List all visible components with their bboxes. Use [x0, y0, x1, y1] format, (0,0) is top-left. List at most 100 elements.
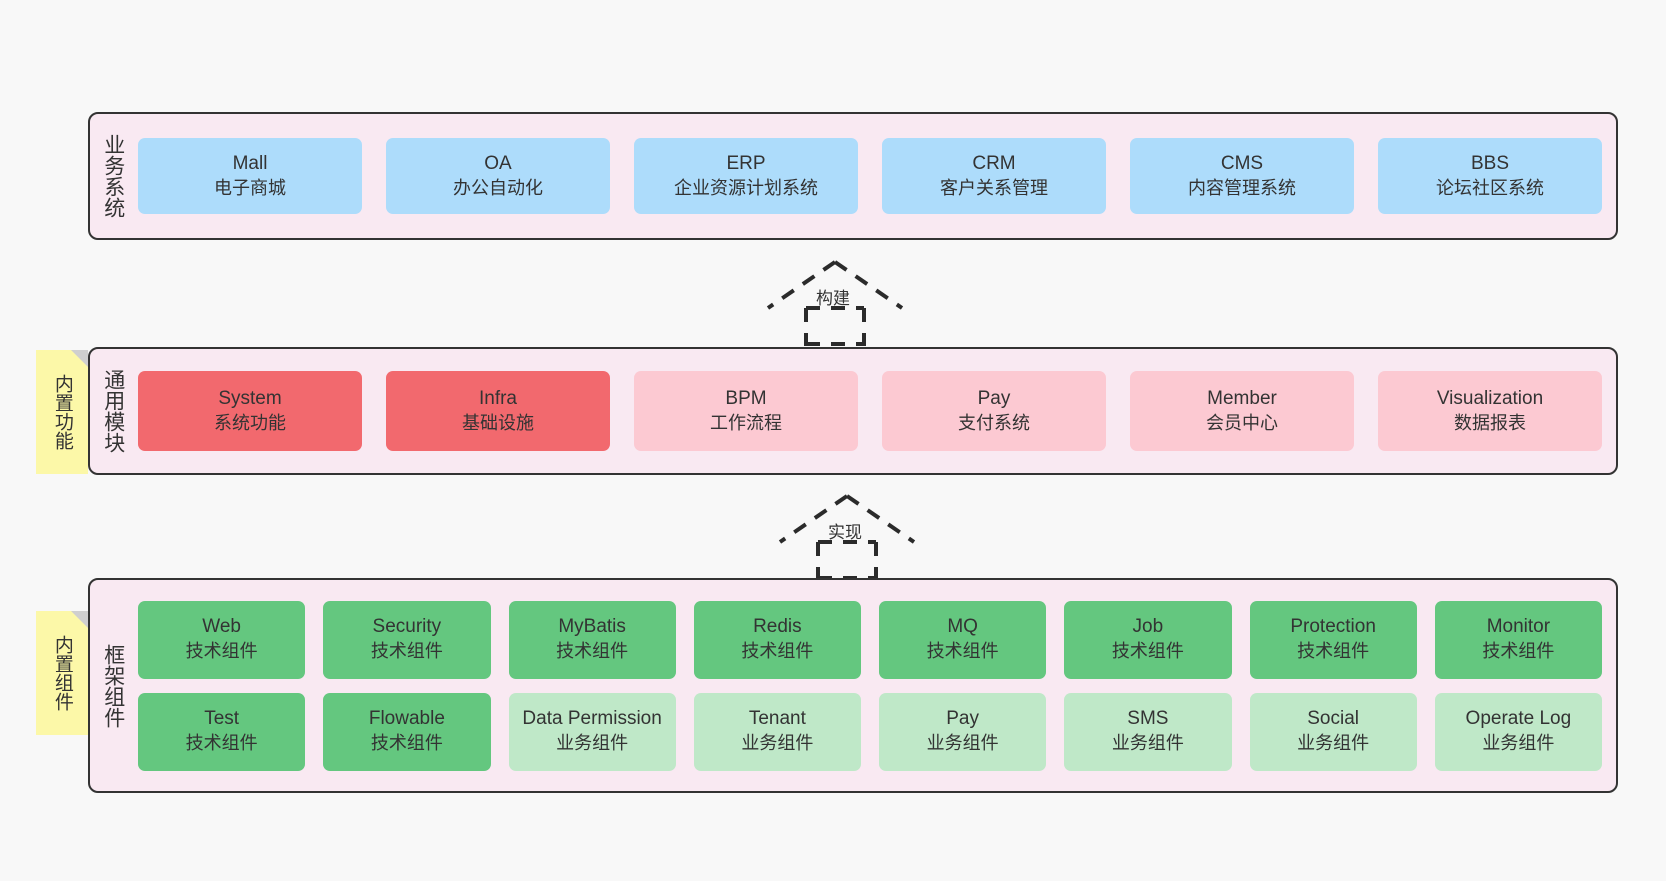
card-title-cn: 业务组件 — [1482, 733, 1555, 754]
card-erp[interactable]: ERP 企业资源计划系统 — [634, 138, 858, 214]
arrow-build-label: 构建 — [816, 289, 850, 308]
card-member[interactable]: Member 会员中心 — [1130, 371, 1354, 451]
card-title-en: SMS — [1127, 708, 1169, 730]
layer-framework-component: 框架组件 Web 技术组件 Security 技术组件 MyBatis 技术组件… — [88, 578, 1618, 793]
card-bpm[interactable]: BPM 工作流程 — [634, 371, 858, 451]
card-title-en: CRM — [972, 152, 1016, 174]
card-title-cn: 技术组件 — [185, 733, 258, 754]
layer-body-business-system: Mall 电子商城 OA 办公自动化 ERP 企业资源计划系统 CRM 客户关系… — [136, 114, 1616, 238]
card-monitor[interactable]: Monitor 技术组件 — [1434, 600, 1602, 679]
card-title-cn: 办公自动化 — [453, 177, 543, 198]
card-title-cn: 业务组件 — [1297, 733, 1370, 754]
card-title-en: Pay — [946, 708, 979, 730]
card-title-en: System — [218, 387, 282, 409]
card-title-cn: 技术组件 — [1297, 641, 1370, 662]
note-builtin-component: 内置组件 — [36, 611, 88, 735]
card-title-cn: 技术组件 — [1482, 641, 1555, 662]
card-cms[interactable]: CMS 内容管理系统 — [1130, 138, 1354, 214]
card-flowable[interactable]: Flowable 技术组件 — [323, 692, 491, 771]
card-title-en: Member — [1207, 387, 1277, 409]
card-title-cn: 业务组件 — [556, 733, 629, 754]
card-data-permission[interactable]: Data Permission 业务组件 — [508, 692, 676, 771]
card-title-en: MyBatis — [558, 616, 626, 638]
note-text: 内置功能 — [51, 374, 73, 450]
card-row: Web 技术组件 Security 技术组件 MyBatis 技术组件 Redi… — [138, 600, 1602, 679]
card-title-cn: 技术组件 — [185, 641, 258, 662]
card-title-en: Tenant — [748, 708, 806, 730]
arrow-implement: 实现 — [772, 492, 922, 580]
arrow-build: 构建 — [760, 258, 910, 346]
card-test[interactable]: Test 技术组件 — [138, 692, 306, 771]
card-redis[interactable]: Redis 技术组件 — [693, 600, 861, 679]
card-title-cn: 技术组件 — [1111, 641, 1184, 662]
card-mall[interactable]: Mall 电子商城 — [138, 138, 362, 214]
card-title-cn: 内容管理系统 — [1188, 177, 1296, 198]
card-title-cn: 技术组件 — [556, 641, 629, 662]
note-text: 内置组件 — [51, 635, 73, 711]
card-title-cn: 技术组件 — [370, 641, 443, 662]
arrow-implement-label: 实现 — [828, 523, 862, 542]
layer-title-business-system: 业务系统 — [101, 134, 125, 218]
card-title-cn: 业务组件 — [926, 733, 999, 754]
card-title-cn: 电子商城 — [214, 177, 286, 198]
card-title-en: Test — [204, 708, 240, 730]
card-title-cn: 基础设施 — [462, 412, 534, 433]
card-protection[interactable]: Protection 技术组件 — [1249, 600, 1417, 679]
card-title-en: Mall — [232, 152, 268, 174]
card-title-en: Data Permission — [522, 708, 662, 730]
card-title-cn: 业务组件 — [1111, 733, 1184, 754]
card-title-en: OA — [484, 152, 512, 174]
card-system[interactable]: System 系统功能 — [138, 371, 362, 451]
layer-body-common-module: System 系统功能 Infra 基础设施 BPM 工作流程 Pay 支付系统… — [136, 349, 1616, 473]
card-title-en: Job — [1132, 616, 1164, 638]
card-title-en: BPM — [725, 387, 767, 409]
card-mq[interactable]: MQ 技术组件 — [879, 600, 1047, 679]
card-title-en: Redis — [753, 616, 802, 638]
card-title-cn: 支付系统 — [958, 412, 1030, 433]
card-title-en: Flowable — [368, 708, 445, 730]
card-sms[interactable]: SMS 业务组件 — [1064, 692, 1232, 771]
card-social[interactable]: Social 业务组件 — [1249, 692, 1417, 771]
card-web[interactable]: Web 技术组件 — [138, 600, 306, 679]
card-title-en: Web — [202, 616, 241, 638]
card-title-cn: 工作流程 — [710, 412, 782, 433]
card-visualization[interactable]: Visualization 数据报表 — [1378, 371, 1602, 451]
card-mybatis[interactable]: MyBatis 技术组件 — [508, 600, 676, 679]
layer-title-common-module: 通用模块 — [101, 369, 125, 453]
card-crm[interactable]: CRM 客户关系管理 — [882, 138, 1106, 214]
card-security[interactable]: Security 技术组件 — [323, 600, 491, 679]
card-infra[interactable]: Infra 基础设施 — [386, 371, 610, 451]
card-job[interactable]: Job 技术组件 — [1064, 600, 1232, 679]
card-title-cn: 会员中心 — [1206, 412, 1278, 433]
card-pay-component[interactable]: Pay 业务组件 — [879, 692, 1047, 771]
card-title-en: Protection — [1290, 616, 1376, 638]
card-bbs[interactable]: BBS 论坛社区系统 — [1378, 138, 1602, 214]
card-oa[interactable]: OA 办公自动化 — [386, 138, 610, 214]
card-title-en: BBS — [1470, 152, 1510, 174]
card-title-cn: 论坛社区系统 — [1436, 177, 1544, 198]
card-title-cn: 数据报表 — [1454, 412, 1526, 433]
layer-business-system: 业务系统 Mall 电子商城 OA 办公自动化 ERP 企业资源计划系统 CRM… — [88, 112, 1618, 240]
layer-body-framework-component: Web 技术组件 Security 技术组件 MyBatis 技术组件 Redi… — [136, 580, 1616, 791]
card-title-en: Infra — [478, 387, 518, 409]
note-builtin-function: 内置功能 — [36, 350, 88, 474]
card-title-en: ERP — [726, 152, 766, 174]
card-title-cn: 业务组件 — [741, 733, 814, 754]
card-title-en: Pay — [977, 387, 1011, 409]
card-title-en: Security — [372, 616, 442, 638]
card-title-en: MQ — [947, 616, 978, 638]
card-title-cn: 技术组件 — [741, 641, 814, 662]
card-title-en: Visualization — [1436, 387, 1544, 409]
card-title-en: Social — [1307, 708, 1359, 730]
card-title-cn: 技术组件 — [370, 733, 443, 754]
card-operate-log[interactable]: Operate Log 业务组件 — [1434, 692, 1602, 771]
card-tenant[interactable]: Tenant 业务组件 — [693, 692, 861, 771]
card-title-en: Monitor — [1486, 616, 1551, 638]
card-pay[interactable]: Pay 支付系统 — [882, 371, 1106, 451]
card-row: Mall 电子商城 OA 办公自动化 ERP 企业资源计划系统 CRM 客户关系… — [138, 138, 1602, 214]
arrow-build-glyph — [766, 260, 904, 346]
card-title-en: Operate Log — [1465, 708, 1572, 730]
card-row: Test 技术组件 Flowable 技术组件 Data Permission … — [138, 692, 1602, 771]
card-title-cn: 企业资源计划系统 — [674, 177, 818, 198]
